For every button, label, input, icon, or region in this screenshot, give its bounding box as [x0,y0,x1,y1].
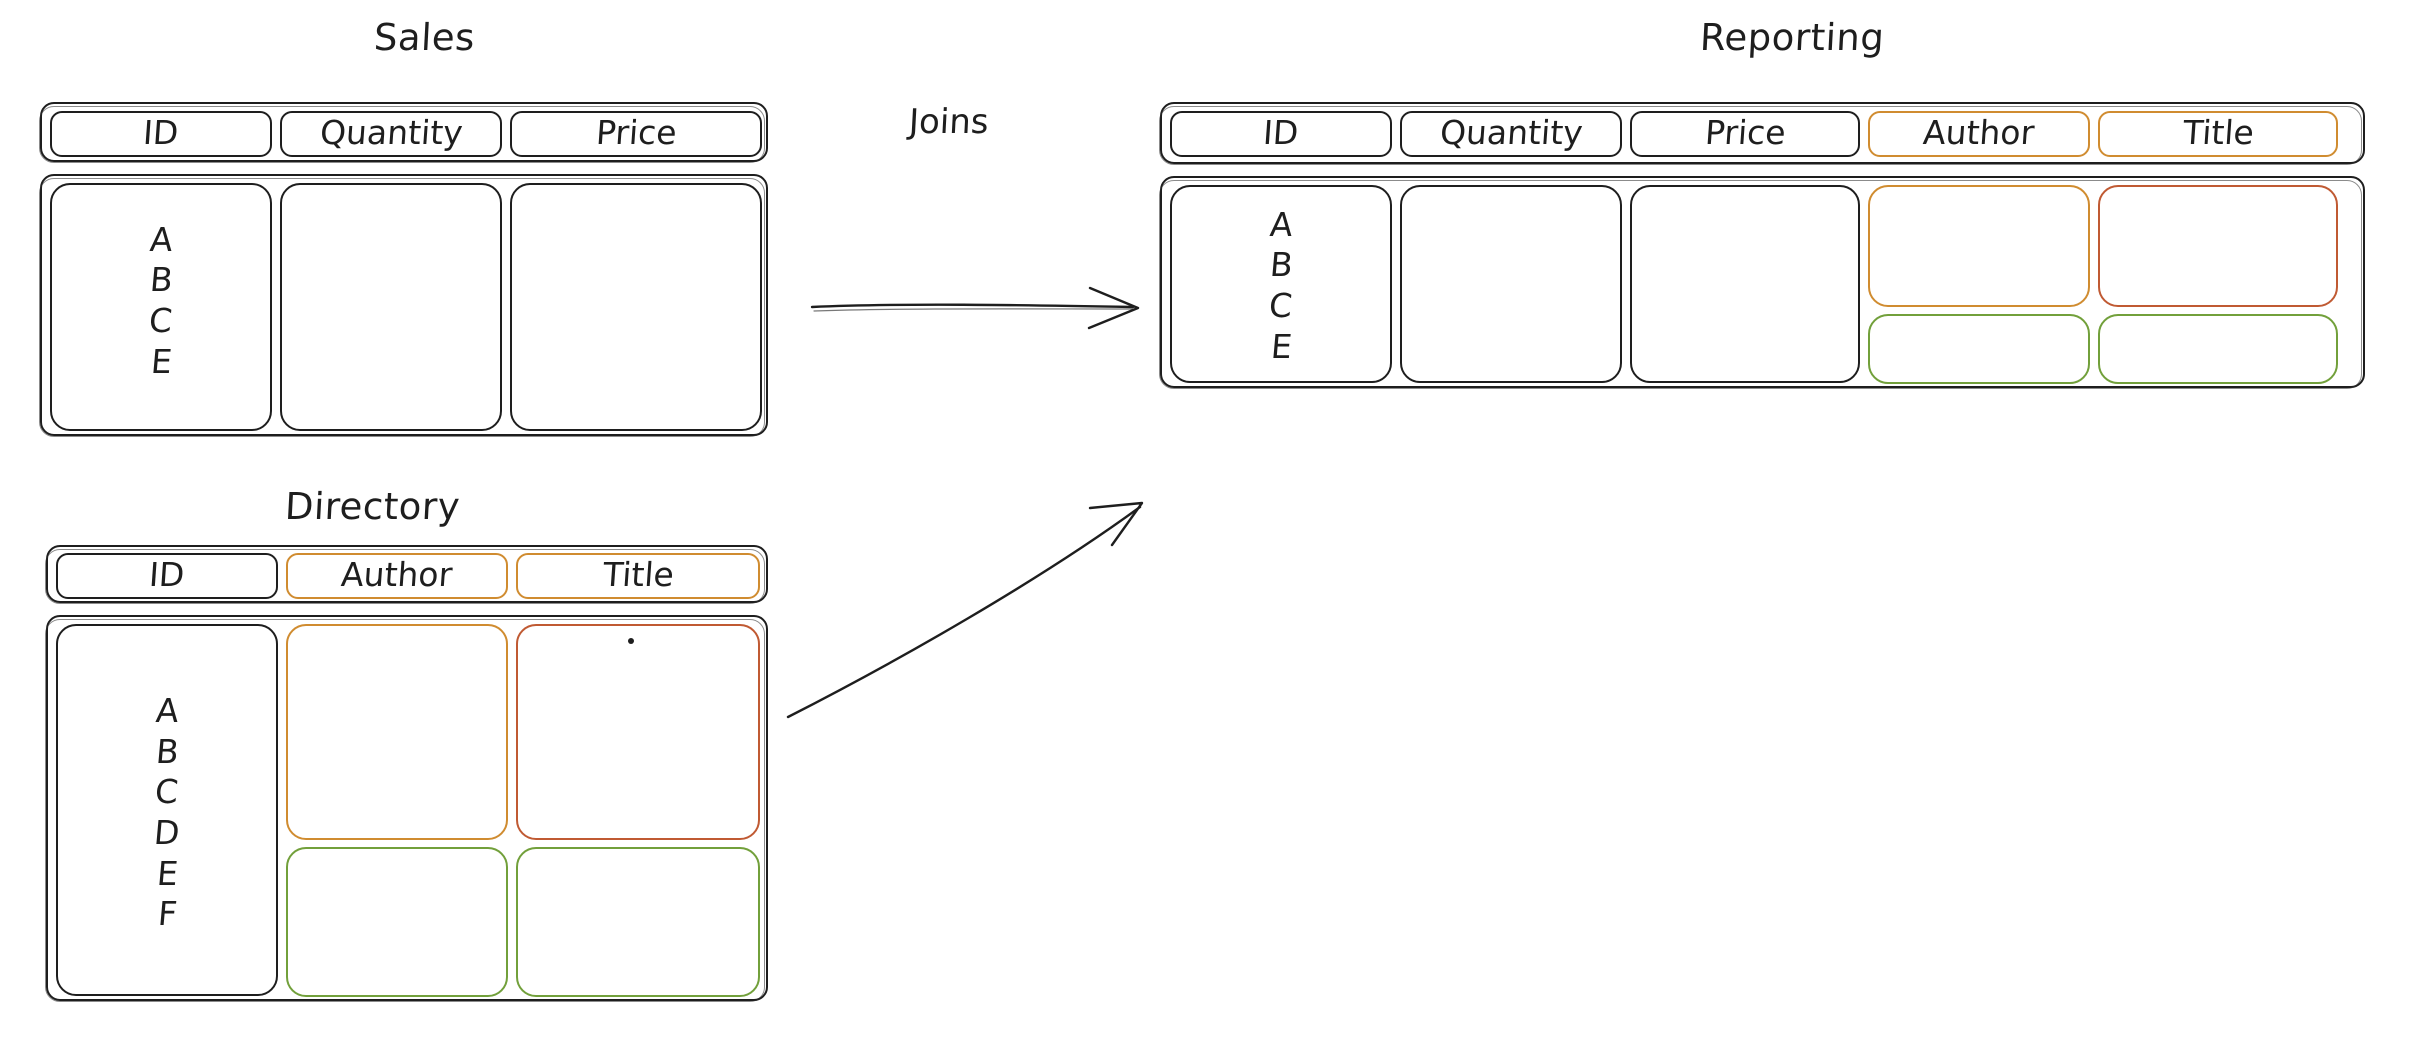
directory-table-title: Directory [283,485,462,528]
reporting-header-id[interactable]: ID [1170,111,1392,157]
sales-body-row: A B C E [39,174,768,437]
reporting-header-row: ID Quantity Price Author Title [1159,102,2365,165]
directory-header-id[interactable]: ID [56,553,278,599]
directory-cell-author-matched[interactable] [286,624,508,840]
sales-cell-quantity[interactable] [280,183,502,431]
reporting-cell-title-matched[interactable] [2098,185,2338,307]
directory-header-row: ID Author Title [45,545,768,604]
arrow-sales-to-reporting [810,286,1140,330]
reporting-cell-quantity[interactable] [1400,185,1622,383]
sales-header-price[interactable]: Price [510,111,762,157]
directory-cell-title-matched[interactable] [516,624,760,840]
sales-header-quantity[interactable]: Quantity [280,111,502,157]
directory-header-author[interactable]: Author [286,553,508,599]
reporting-id-values: A B C E [1267,204,1295,366]
reporting-body-row: A B C E [1159,176,2365,389]
reporting-cell-author-matched[interactable] [1868,185,2090,307]
reporting-cell-author-unmatched[interactable] [1868,314,2090,384]
directory-cell-id[interactable]: A B C D E F [56,624,278,996]
reporting-cell-title-unmatched[interactable] [2098,314,2338,384]
reporting-header-title[interactable]: Title [2098,111,2338,157]
sales-table-title: Sales [372,16,477,59]
joins-label: Joins [907,102,990,142]
directory-id-values: A B C D E F [152,691,182,934]
reporting-header-quantity[interactable]: Quantity [1400,111,1622,157]
directory-cell-author-unmatched[interactable] [286,847,508,997]
sales-header-id[interactable]: ID [50,111,272,157]
ink-dot-artifact [628,638,634,644]
directory-header-title[interactable]: Title [516,553,760,599]
sales-cell-price[interactable] [510,183,762,431]
sales-cell-id[interactable]: A B C E [50,183,272,431]
reporting-cell-id[interactable]: A B C E [1170,185,1392,383]
directory-body-row: A B C D E F [45,615,768,1002]
reporting-header-author[interactable]: Author [1868,111,2090,157]
reporting-table-title: Reporting [1698,16,1886,59]
directory-cell-title-unmatched[interactable] [516,847,760,997]
arrow-directory-to-reporting [786,501,1144,719]
sales-id-values: A B C E [147,219,175,381]
sales-header-row: ID Quantity Price [39,102,768,163]
reporting-header-price[interactable]: Price [1630,111,1860,157]
reporting-cell-price[interactable] [1630,185,1860,383]
